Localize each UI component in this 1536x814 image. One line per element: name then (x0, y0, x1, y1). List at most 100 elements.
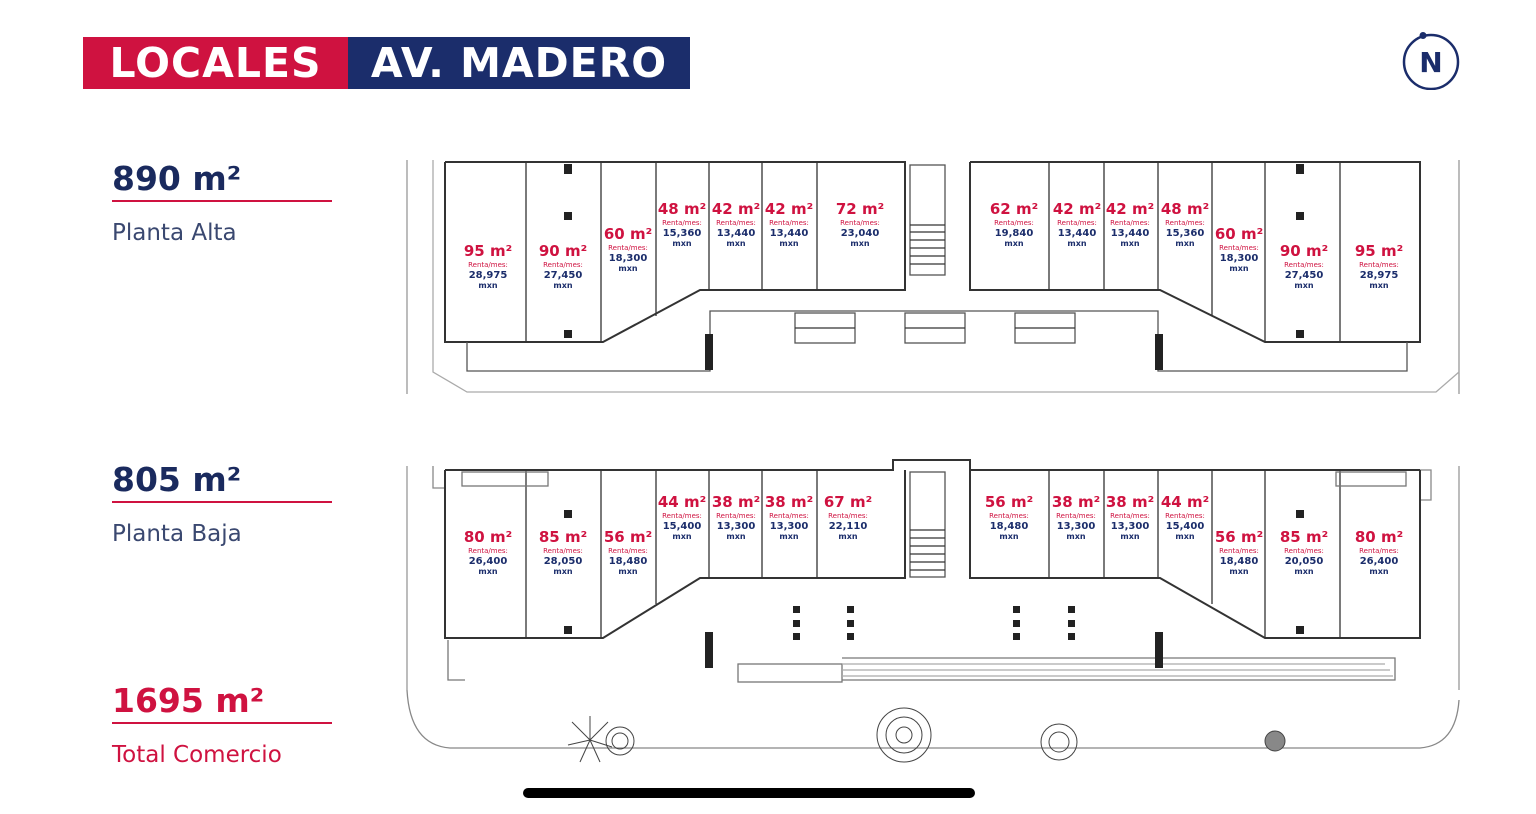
unit-price: 26,400 (468, 556, 508, 567)
unit-area: 90 m² (1279, 242, 1329, 260)
stat-planta-alta: 890 m² Planta Alta (112, 160, 332, 246)
unit-price: 22,110 (828, 521, 868, 532)
unit-price: 13,300 (1110, 521, 1150, 532)
unit-rent-label: Renta/mes: (1110, 512, 1150, 520)
stat-label: Total Comercio (112, 742, 282, 768)
unit-currency: mxn (672, 239, 692, 248)
unit-price: 28,975 (1359, 270, 1399, 281)
unit-currency: mxn (1294, 567, 1314, 576)
unit-currency: mxn (1120, 239, 1140, 248)
tree-icons (567, 707, 1286, 763)
unit-area: 38 m² (1051, 493, 1101, 511)
unit-price: 15,360 (662, 228, 702, 239)
stat-rule (112, 501, 332, 503)
unit-currency: mxn (1229, 264, 1249, 273)
unit-currency: mxn (726, 532, 746, 541)
unit-rent-label: Renta/mes: (1219, 547, 1259, 555)
title-av-madero: AV. MADERO (348, 37, 690, 89)
unit-area: 60 m² (603, 225, 653, 243)
unit-rent-label: Renta/mes: (1284, 547, 1324, 555)
unit-area: 48 m² (1160, 200, 1210, 218)
unit-price: 15,360 (1165, 228, 1205, 239)
unit-currency: mxn (478, 281, 498, 290)
unit-rent-label: Renta/mes: (1359, 261, 1399, 269)
unit-area: 56 m² (984, 493, 1034, 511)
unit-currency: mxn (618, 264, 638, 273)
unit-rent-label: Renta/mes: (1284, 261, 1324, 269)
unit-price: 13,440 (1057, 228, 1097, 239)
stat-area: 1695 m² (112, 681, 265, 720)
unit-price: 23,040 (840, 228, 880, 239)
unit-area: 80 m² (1354, 528, 1404, 546)
title-locales: LOCALES (83, 37, 348, 89)
stat-total-comercio: 1695 m² Total Comercio (112, 682, 332, 768)
unit-area: 42 m² (764, 200, 814, 218)
unit-price: 18,480 (1219, 556, 1259, 567)
unit-rent-label: Renta/mes: (543, 261, 583, 269)
unit-area: 38 m² (764, 493, 814, 511)
unit-rent-label: Renta/mes: (1165, 219, 1205, 227)
tree-icon (1040, 723, 1078, 761)
unit-price: 18,300 (608, 253, 648, 264)
unit-rent-label: Renta/mes: (1056, 512, 1096, 520)
unit-rent-label: Renta/mes: (994, 219, 1034, 227)
unit-rent-label: Renta/mes: (468, 261, 508, 269)
unit-area: 60 m² (1214, 225, 1264, 243)
unit-currency: mxn (726, 239, 746, 248)
unit-price: 19,840 (994, 228, 1034, 239)
unit-currency: mxn (850, 239, 870, 248)
unit-area: 85 m² (1279, 528, 1329, 546)
unit-price: 13,300 (769, 521, 809, 532)
unit-price: 26,400 (1359, 556, 1399, 567)
unit-rent-label: Renta/mes: (1165, 512, 1205, 520)
stat-label: Planta Alta (112, 220, 237, 246)
unit-price: 18,480 (989, 521, 1029, 532)
unit-currency: mxn (1004, 239, 1024, 248)
unit-rent-label: Renta/mes: (543, 547, 583, 555)
unit-area: 72 m² (835, 200, 885, 218)
unit-currency: mxn (1067, 239, 1087, 248)
unit-currency: mxn (1229, 567, 1249, 576)
unit-rent-label: Renta/mes: (1057, 219, 1097, 227)
unit-rent-label: Renta/mes: (468, 547, 508, 555)
unit-area: 56 m² (1214, 528, 1264, 546)
unit-rent-label: Renta/mes: (608, 244, 648, 252)
unit-rent-label: Renta/mes: (662, 219, 702, 227)
unit-rent-label: Renta/mes: (1219, 244, 1259, 252)
unit-currency: mxn (618, 567, 638, 576)
unit-area: 42 m² (711, 200, 761, 218)
home-indicator[interactable] (523, 788, 975, 798)
unit-area: 44 m² (657, 493, 707, 511)
unit-currency: mxn (1294, 281, 1314, 290)
shrub-icon (605, 726, 635, 756)
unit-price: 13,300 (716, 521, 756, 532)
unit-currency: mxn (672, 532, 692, 541)
unit-currency: mxn (1175, 239, 1195, 248)
compass-label: N (1419, 46, 1442, 79)
unit-rent-label: Renta/mes: (769, 512, 809, 520)
unit-currency: mxn (553, 281, 573, 290)
unit-currency: mxn (1120, 532, 1140, 541)
unit-rent-label: Renta/mes: (828, 512, 868, 520)
unit-area: 44 m² (1160, 493, 1210, 511)
